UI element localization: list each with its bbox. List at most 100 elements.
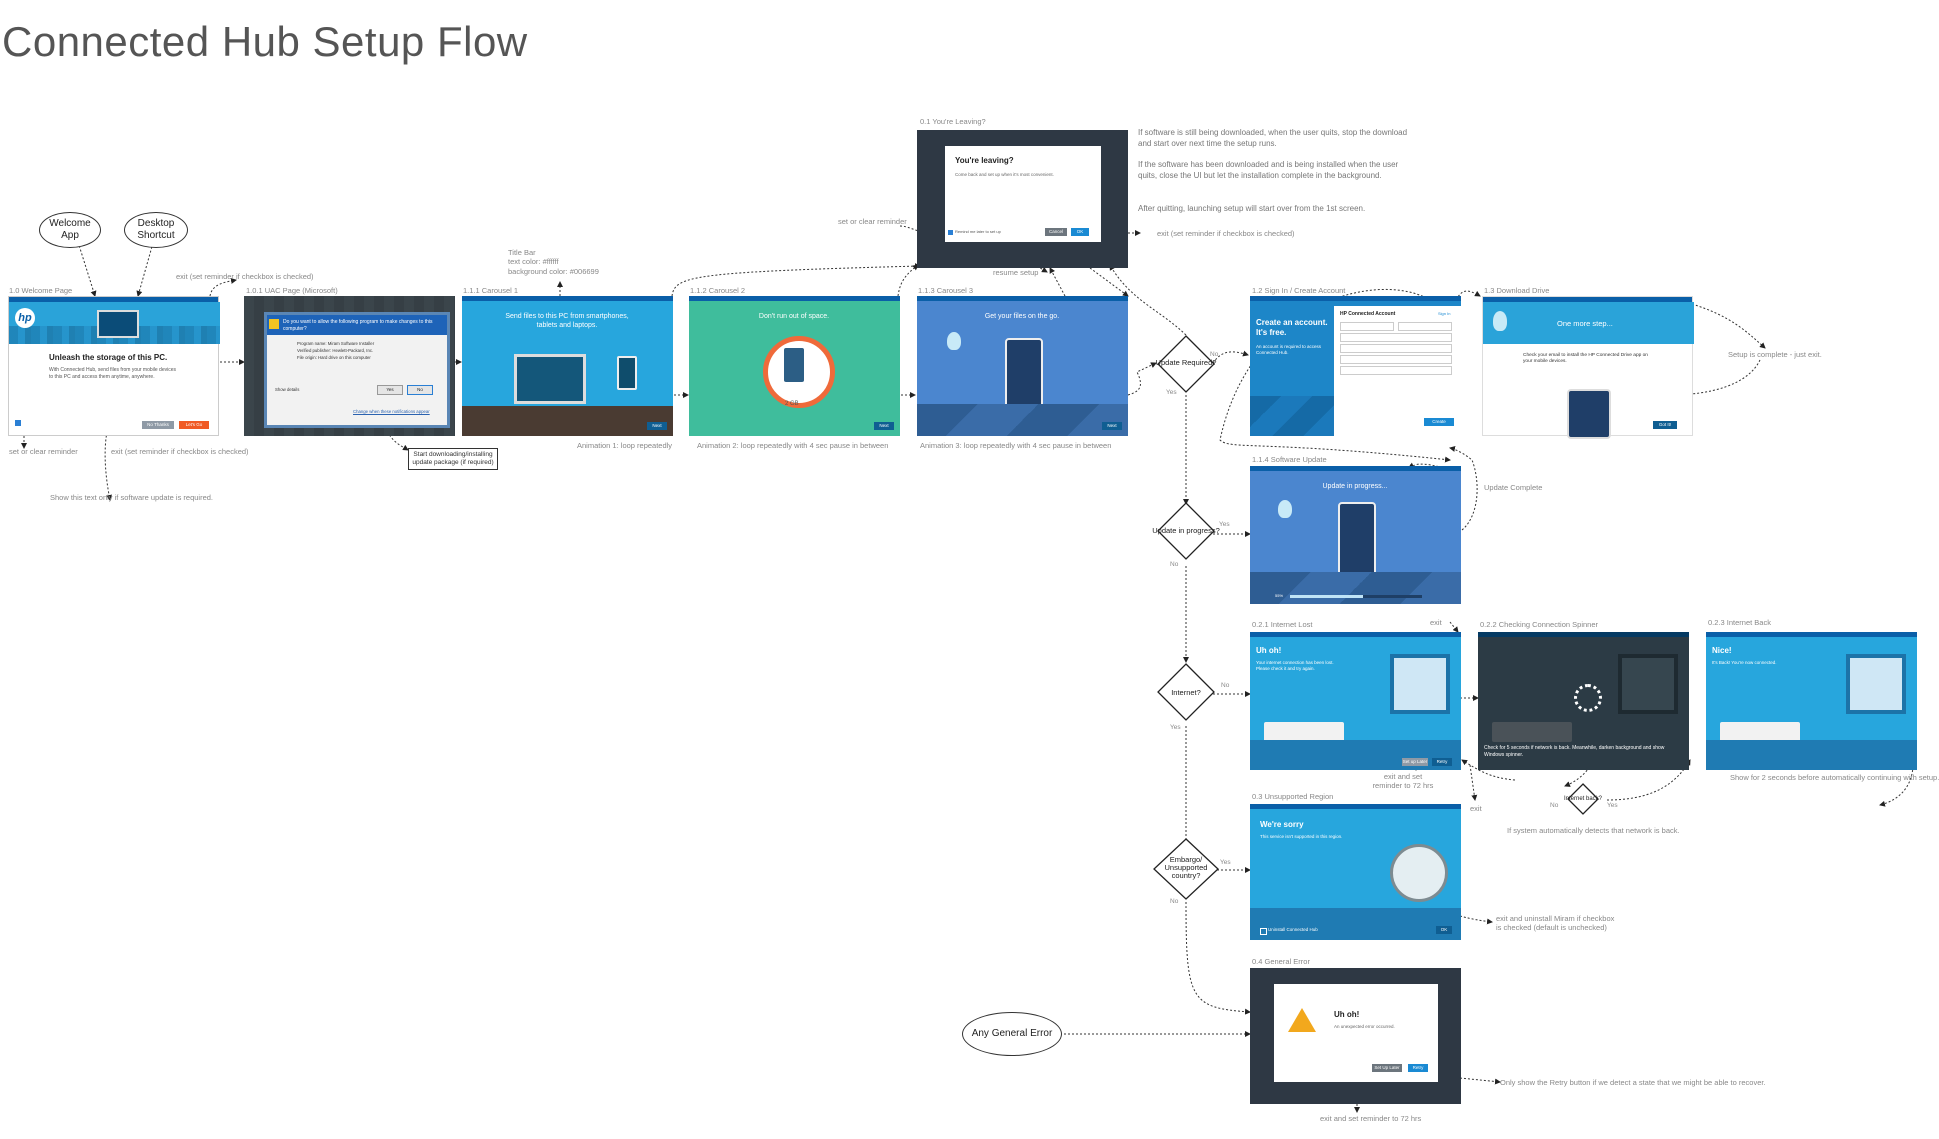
screen-label-spinner: 0.2.2 Checking Connection Spinner [1480, 620, 1598, 629]
general-error-retry-button[interactable]: Retry [1408, 1064, 1428, 1072]
uac-show-details[interactable]: Show details [275, 387, 300, 392]
annotation-show-text: Show this text only if software update i… [50, 493, 214, 502]
decision-diamond-internet [1157, 663, 1215, 721]
got-it-button[interactable]: Got It! [1653, 421, 1677, 429]
leaving-dialog: You're leaving? Come back and set up whe… [945, 146, 1101, 242]
signin-link[interactable]: Sign In [1438, 311, 1451, 316]
confirm-password-field[interactable] [1340, 355, 1452, 364]
signin-form-title: HP Connected Account [1340, 311, 1396, 317]
uac-dialog: Do you want to allow the following progr… [264, 312, 450, 428]
hp-logo-icon: hp [15, 308, 35, 328]
uninstall-checkbox-label: Uninstall Connected Hub [1268, 927, 1318, 932]
annotation-exit: exit [1430, 618, 1442, 627]
caption-animation-2: Animation 2: loop repeatedly with 4 sec … [697, 441, 889, 450]
general-error-body: An unexpected error occurred. [1334, 1024, 1395, 1029]
leaving-checkbox[interactable] [948, 230, 953, 235]
annotation-setup-complete: Setup is complete - just exit. [1728, 350, 1822, 359]
annotation-auto-detect: If system automatically detects that net… [1507, 826, 1680, 835]
screen-label-unsupported: 0.3 Unsupported Region [1252, 792, 1334, 801]
decision-update-in-progress-label: Update in progress? [1152, 526, 1220, 536]
welcome-body: With Connected Hub, send files from your… [49, 367, 177, 380]
general-error-headline: Uh oh! [1334, 1010, 1360, 1019]
internet-lost-body: Your internet connection has been lost. … [1256, 660, 1334, 671]
country-select[interactable] [1340, 366, 1452, 375]
branch-label-yes: Yes [1170, 724, 1181, 731]
annotation-show-2sec: Show for 2 seconds before automatically … [1730, 773, 1939, 782]
update-progress-fill [1290, 595, 1363, 598]
software-update-text: Update in progress... [1322, 483, 1388, 490]
download-body: Check your email to install the HP Conne… [1523, 353, 1648, 365]
uninstall-checkbox[interactable] [1260, 928, 1267, 935]
start-node-any-general-error: Any General Error [962, 1012, 1062, 1056]
annotation-exit-uninstall: exit and uninstall Miram if checkbox is … [1496, 914, 1615, 933]
password-field[interactable] [1340, 344, 1452, 353]
last-name-field[interactable] [1398, 322, 1452, 331]
leaving-cancel-button[interactable]: Cancel [1045, 228, 1067, 236]
branch-label-no: No [1170, 898, 1179, 905]
download-headline: One more step... [1557, 319, 1613, 328]
laptop-icon [97, 310, 139, 338]
screen-internet-lost: Uh oh! Your internet connection has been… [1250, 632, 1461, 770]
welcome-headline: Unleash the storage of this PC. [49, 353, 168, 362]
signin-body: An account is required to access Connect… [1256, 344, 1322, 355]
internet-lost-retry-button[interactable]: Retry [1432, 758, 1452, 766]
decision-internet-label: Internet? [1171, 688, 1201, 698]
carousel2-next-button[interactable]: Next [874, 422, 894, 430]
decision-embargo-label: Embargo/ Unsupported country? [1164, 855, 1208, 880]
screen-label-general-error: 0.4 General Error [1252, 957, 1310, 966]
update-progress-track [1290, 595, 1422, 598]
internet-lost-later-button[interactable]: Set up Later [1402, 758, 1428, 766]
start-node-welcome-app: Welcome App [39, 212, 101, 248]
screen-general-error: Uh oh! An unexpected error occurred. Set… [1250, 968, 1461, 1104]
leaving-headline: You're leaving? [955, 156, 1014, 165]
unsupported-ok-button[interactable]: OK [1436, 926, 1452, 934]
general-error-later-button[interactable]: Set Up Later [1372, 1064, 1402, 1072]
uac-program: Program name: Miram Software Installer [297, 341, 375, 346]
uac-origin: File origin: Hard drive on this computer [297, 355, 371, 360]
uac-yes-button[interactable]: Yes [377, 385, 403, 395]
screen-label-carousel2: 1.1.2 Carousel 2 [690, 286, 746, 295]
page-title: Connected Hub Setup Flow [2, 18, 528, 65]
uac-no-button[interactable]: No [407, 385, 433, 395]
reminder-checkbox[interactable] [15, 420, 21, 426]
carousel1-next-button[interactable]: Next [647, 422, 667, 430]
carousel1-text: Send files to this PC from smartphones, … [505, 313, 629, 330]
balloon-icon [1493, 311, 1507, 331]
create-account-button[interactable]: Create Account [1424, 418, 1454, 432]
internet-back-body: It's Back! You're now connected. [1712, 660, 1777, 665]
leaving-body: Come back and set up when it's most conv… [955, 172, 1054, 177]
email-field[interactable] [1340, 333, 1452, 342]
screen-label-internet-back: 0.2.3 Internet Back [1708, 618, 1771, 627]
balloon-icon [1278, 500, 1292, 518]
screen-uac: Do you want to allow the following progr… [244, 296, 455, 436]
phone-icon [617, 356, 637, 390]
annotation-exit-72-bottom: exit and set reminder to 72 hrs [1320, 1114, 1422, 1123]
annotation-exit-2: exit [1470, 804, 1482, 813]
balloon-icon [947, 332, 961, 350]
annotation-exit-reminder-top: exit (set reminder if checkbox is checke… [176, 272, 314, 281]
branch-label-yes: Yes [1219, 521, 1230, 528]
screen-label-signin: 1.2 Sign In / Create Account [1252, 286, 1346, 295]
lets-go-button[interactable]: Let's Go [179, 421, 209, 429]
start-node-desktop-shortcut: Desktop Shortcut [124, 212, 188, 248]
carousel3-next-button[interactable]: Next [1102, 422, 1122, 430]
phone-icon [1005, 338, 1043, 412]
router-icon [1264, 722, 1344, 742]
first-name-field[interactable] [1340, 322, 1394, 331]
screen-download: One more step... Check your email to ins… [1482, 296, 1694, 439]
phone-icon [1338, 502, 1376, 576]
annotation-leaving-note-2: If the software has been downloaded and … [1138, 160, 1399, 180]
leaving-ok-button[interactable]: OK [1071, 228, 1089, 236]
uac-change-link[interactable]: Change when these notifications appear [353, 409, 430, 414]
screen-spinner: Check for 5 seconds if network is back. … [1478, 632, 1689, 770]
screen-unsupported: We're sorry This service isn't supported… [1250, 804, 1461, 940]
signin-form: HP Connected Account Sign In Create Acco… [1334, 306, 1461, 436]
branch-label-no: No [1550, 802, 1559, 809]
update-progress-percent: 55% [1275, 593, 1284, 598]
decision-diamond-embargo [1153, 838, 1219, 900]
annotation-exit-leaving: exit (set reminder if checkbox is checke… [1157, 229, 1295, 238]
branch-label-yes: Yes [1166, 389, 1177, 396]
screen-welcome: hp Unleash the storage of this PC. With … [8, 296, 220, 436]
no-thanks-button[interactable]: No Thanks [142, 421, 174, 429]
caption-animation-1: Animation 1: loop repeatedly [577, 441, 673, 450]
